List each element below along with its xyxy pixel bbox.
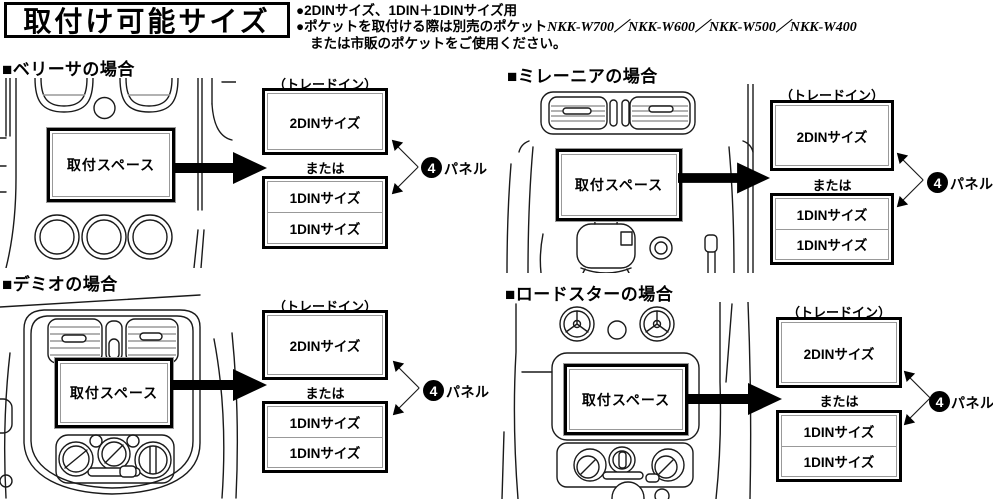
verisa-or-label: または	[305, 161, 345, 176]
roadster-tradein-label: （トレードイン）	[786, 305, 891, 320]
note-line-1: ●2DINサイズ、1DIN＋1DINサイズ用	[296, 3, 518, 18]
demio-or-label: または	[305, 386, 345, 401]
verisa-dashboard-illustration	[0, 78, 236, 268]
verisa-install-space-label: 取付スペース	[52, 133, 170, 197]
roadster-install-space-label: 取付スペース	[569, 369, 683, 430]
demio-1din-lower-label: 1DINサイズ	[268, 436, 382, 468]
roadster-install-space-box: 取付スペース	[564, 364, 688, 435]
section-heading-millenia: ■ミレーニアの場合	[507, 67, 658, 86]
roadster-panel-number-badge: 4	[929, 391, 950, 412]
section-heading-verisa: ■ベリーサの場合	[2, 60, 135, 79]
roadster-1din-upper-label: 1DINサイズ	[803, 424, 875, 440]
verisa-panel-number: 4	[427, 159, 436, 176]
demio-panel-number-badge: 4	[423, 380, 444, 401]
millenia-panel-number-badge: 4	[927, 172, 948, 193]
millenia-install-space-box: 取付スペース	[556, 149, 682, 221]
millenia-2din-label: 2DINサイズ	[796, 129, 868, 145]
millenia-tradein-label: （トレードイン）	[779, 88, 884, 103]
verisa-2din-box: 2DINサイズ	[262, 88, 388, 155]
verisa-connector-lines-icon	[391, 139, 419, 195]
header-notes: ●2DINサイズ、1DIN＋1DINサイズ用 ●ポケットを取付ける際は別売のポケ…	[296, 3, 990, 52]
millenia-1din-lower-label: 1DINサイズ	[776, 228, 888, 260]
millenia-install-space-label: 取付スペース	[561, 154, 677, 216]
demio-install-space-box: 取付スペース	[55, 358, 173, 428]
roadster-connector-lines-icon	[903, 370, 931, 426]
demio-1din-box: 1DINサイズ 1DINサイズ	[262, 401, 388, 473]
roadster-2din-box: 2DINサイズ	[776, 317, 902, 388]
roadster-or-label: または	[819, 394, 859, 409]
millenia-dashboard-illustration	[506, 84, 754, 273]
roadster-2din-label: 2DINサイズ	[803, 346, 875, 362]
verisa-install-space-box: 取付スペース	[47, 128, 175, 202]
millenia-panel-number: 4	[933, 174, 942, 191]
demio-panel-number: 4	[429, 382, 438, 399]
note-line-2-text: ●ポケットを取付ける際は別売のポケット	[296, 19, 548, 34]
section-heading-demio: ■デミオの場合	[2, 275, 118, 294]
verisa-panel-label: パネル	[444, 161, 488, 177]
roadster-panel-number: 4	[935, 393, 944, 410]
section-heading-roadster: ■ロードスターの場合	[505, 285, 674, 304]
millenia-or-label: または	[812, 178, 852, 193]
verisa-1din-box: 1DINサイズ 1DINサイズ	[262, 176, 388, 249]
verisa-1din-lower-label: 1DINサイズ	[268, 212, 382, 243]
roadster-panel-label: パネル	[951, 395, 993, 411]
demio-connector-lines-icon	[392, 360, 420, 416]
millenia-connector-lines-icon	[896, 152, 924, 208]
verisa-2din-label: 2DINサイズ	[289, 115, 361, 131]
roadster-dashboard-illustration	[501, 302, 752, 499]
verisa-panel-number-badge: 4	[421, 157, 442, 178]
note-line-3: または市販のポケットをご使用ください。	[310, 36, 567, 51]
demio-1din-upper-label: 1DINサイズ	[289, 415, 361, 431]
roadster-1din-lower-label: 1DINサイズ	[782, 445, 896, 477]
demio-arrow-right-icon	[172, 369, 267, 401]
demio-install-space-label: 取付スペース	[60, 363, 168, 423]
millenia-panel-label: パネル	[950, 176, 993, 192]
verisa-arrow-right-icon	[172, 152, 267, 184]
verisa-1din-upper-label: 1DINサイズ	[289, 191, 361, 206]
pocket-model-numbers: NKK-W700／NKK-W600／NKK-W500／NKK-W400	[547, 20, 857, 35]
demio-panel-label: パネル	[446, 384, 490, 400]
demio-2din-box: 2DINサイズ	[262, 310, 388, 380]
millenia-1din-box: 1DINサイズ 1DINサイズ	[770, 193, 894, 265]
note-line-2: ●ポケットを取付ける際は別売のポケットNKK-W700／NKK-W600／NKK…	[296, 19, 990, 36]
millenia-2din-box: 2DINサイズ	[770, 100, 894, 171]
roadster-arrow-right-icon	[687, 383, 782, 415]
demio-dashboard-illustration	[0, 294, 239, 499]
page-title: 取付け可能サイズ	[4, 2, 290, 38]
demio-2din-label: 2DINサイズ	[289, 339, 361, 354]
millenia-1din-upper-label: 1DINサイズ	[796, 207, 868, 223]
roadster-1din-box: 1DINサイズ 1DINサイズ	[776, 410, 902, 482]
millenia-arrow-right-icon	[678, 162, 771, 194]
